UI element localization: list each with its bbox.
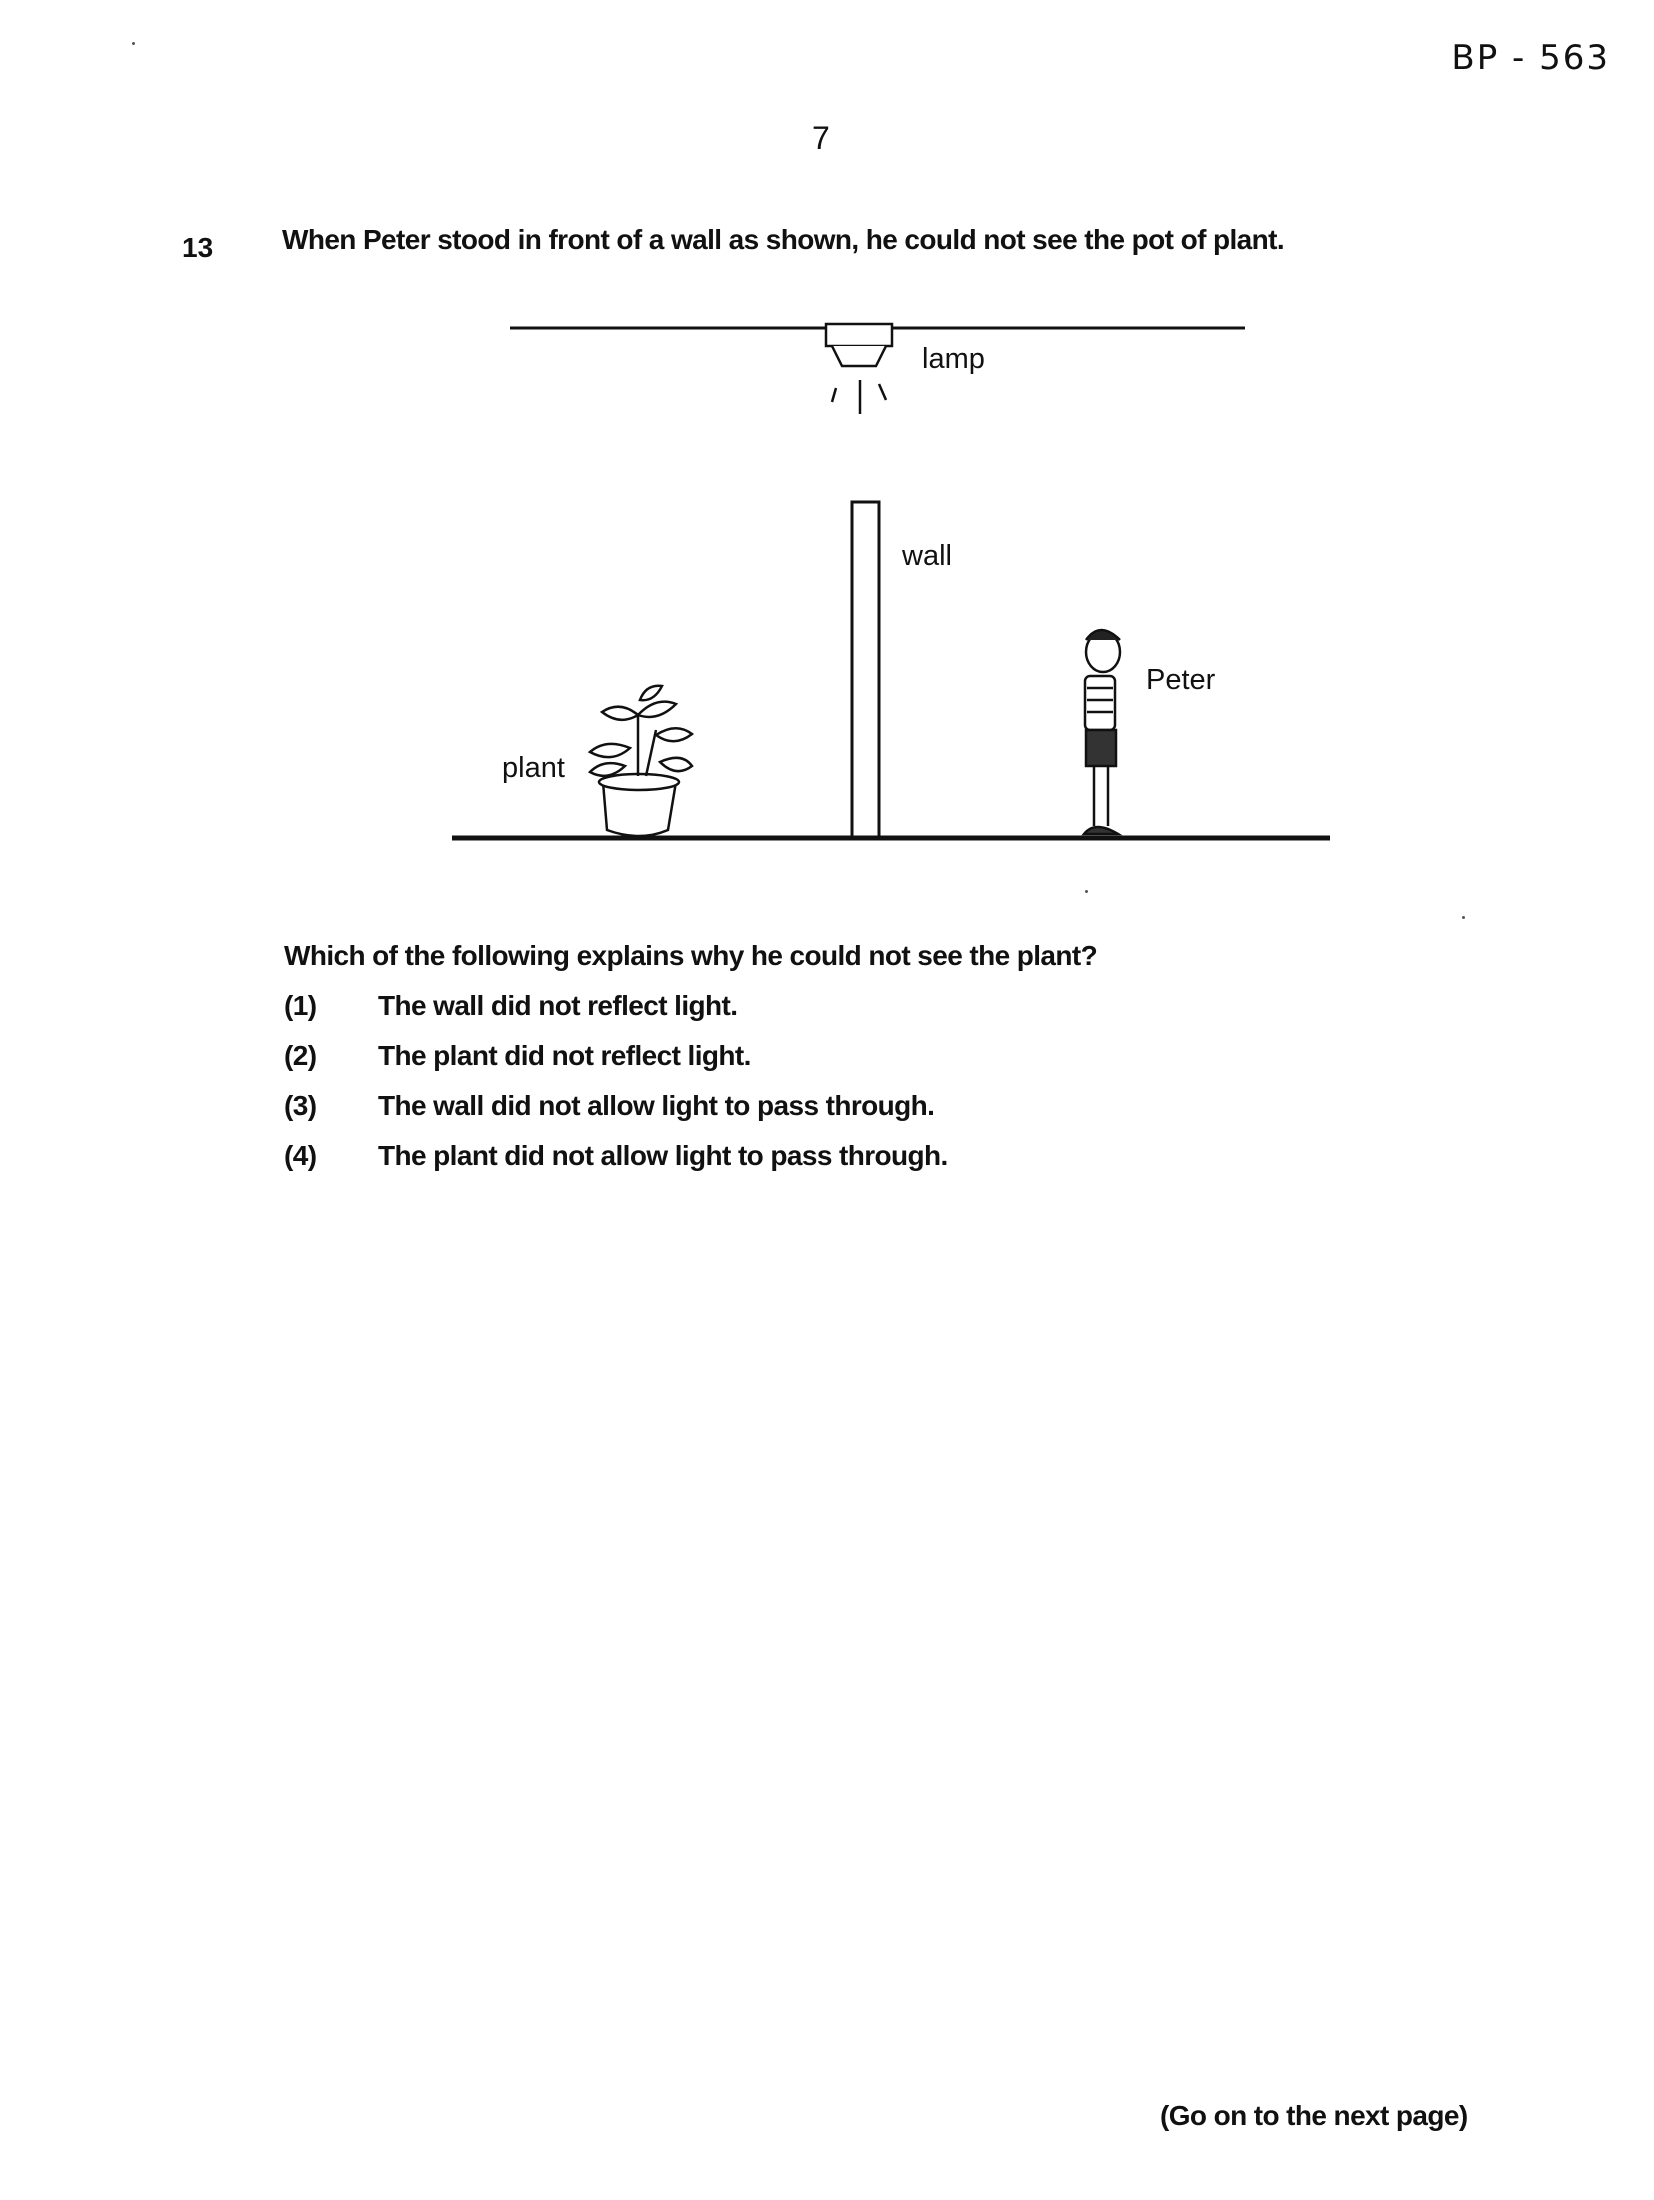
scan-speck	[1085, 890, 1088, 893]
question-prompt: Which of the following explains why he c…	[284, 940, 1098, 971]
option-1: (1) The wall did not reflect light.	[284, 990, 738, 1022]
option-number: (3)	[284, 1090, 317, 1121]
plant-label: plant	[502, 752, 565, 784]
footer-note: (Go on to the next page)	[1160, 2100, 1468, 2131]
option-text: The plant did not allow light to pass th…	[378, 1140, 948, 1171]
option-text: The wall did not reflect light.	[378, 990, 738, 1021]
wall-shape	[850, 500, 881, 840]
option-3: (3) The wall did not allow light to pass …	[284, 1090, 935, 1122]
option-2: (2) The plant did not reflect light.	[284, 1040, 751, 1072]
question-number: 13	[182, 232, 214, 263]
scan-speck	[132, 42, 135, 45]
lamp-label: lamp	[922, 343, 985, 375]
option-text: The plant did not reflect light.	[378, 1040, 751, 1071]
option-number: (1)	[284, 990, 317, 1021]
lamp-icon	[824, 322, 894, 414]
question-text: When Peter stood in front of a wall as s…	[282, 224, 1285, 255]
option-number: (2)	[284, 1040, 317, 1071]
diagram	[452, 322, 1330, 841]
plant-icon	[587, 684, 695, 838]
option-number: (4)	[284, 1140, 317, 1171]
document-code: BP - 563	[1451, 38, 1610, 78]
option-4: (4) The plant did not allow light to pass…	[284, 1140, 948, 1172]
page-number: 7	[812, 120, 830, 156]
option-text: The wall did not allow light to pass thr…	[378, 1090, 935, 1121]
wall-label: wall	[902, 540, 952, 572]
peter-label: Peter	[1146, 664, 1216, 696]
peter-figure-icon	[1081, 628, 1123, 836]
scan-speck	[1462, 916, 1465, 919]
